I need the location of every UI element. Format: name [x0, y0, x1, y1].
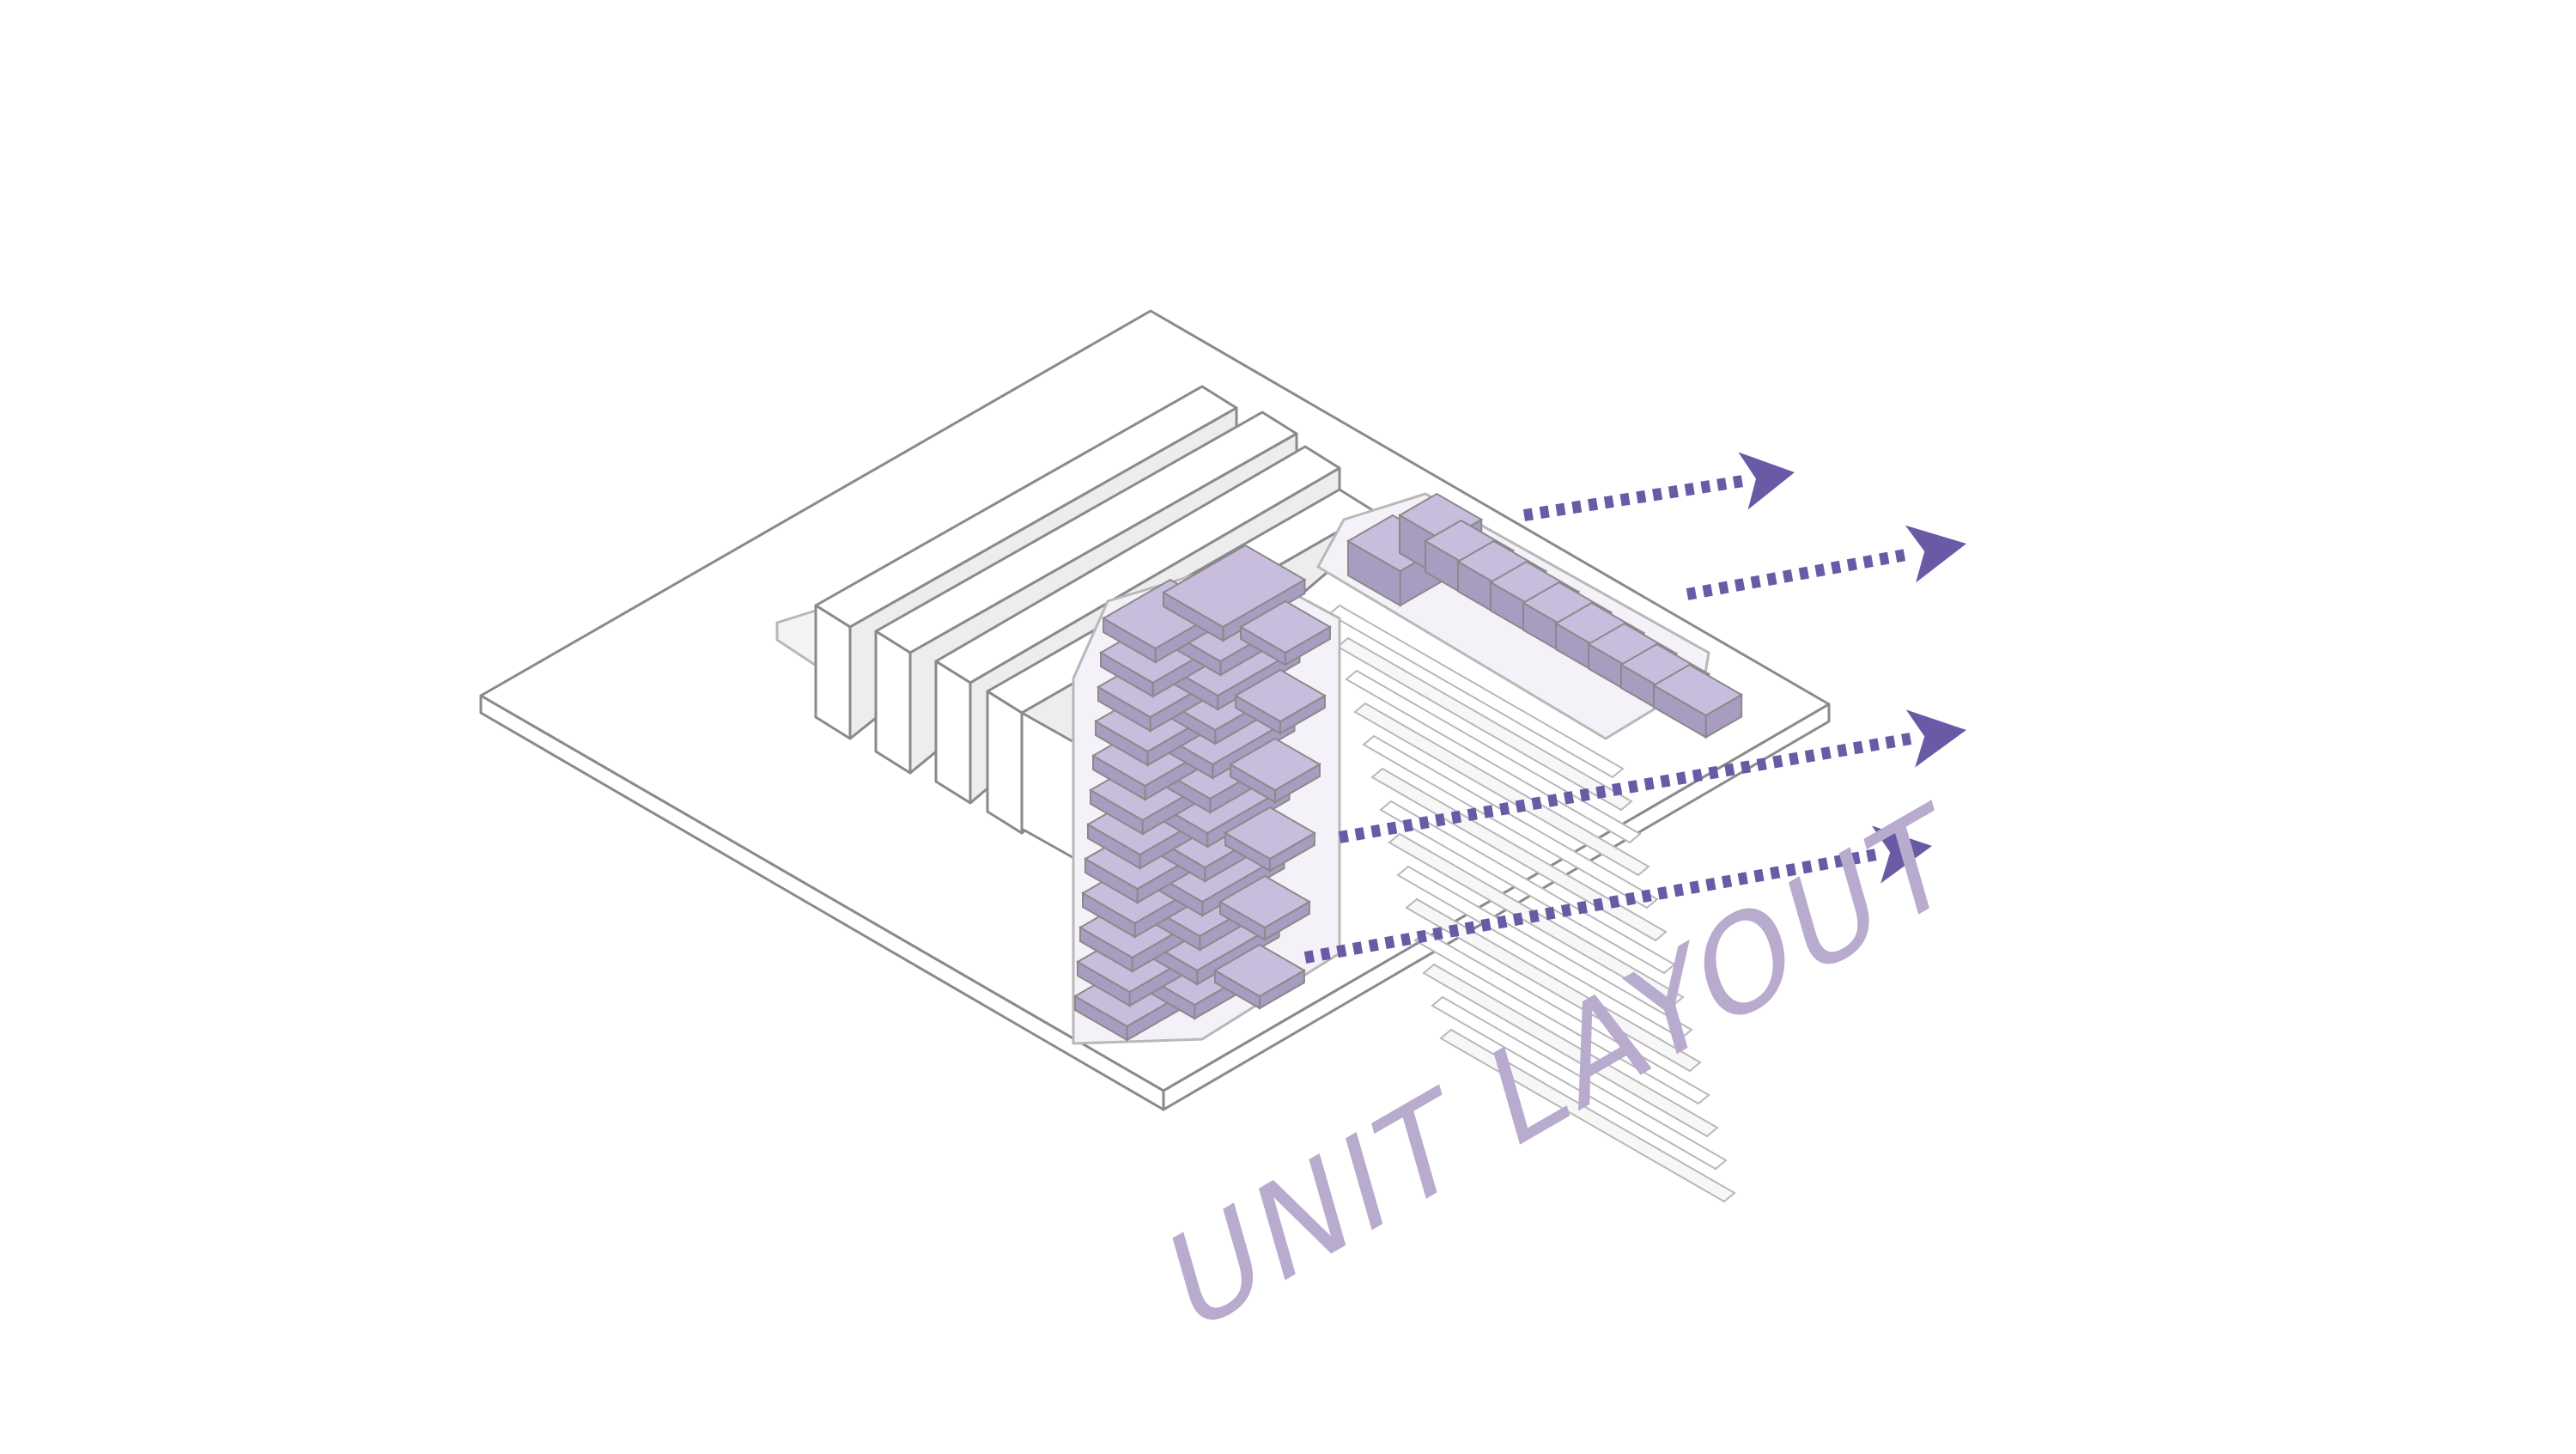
- unit-top: [1218, 874, 1311, 929]
- tower-a-balcony: [1229, 737, 1321, 804]
- wing-b-unit: [1652, 663, 1744, 739]
- terraced-steps: [1327, 604, 1736, 1203]
- arrow-head: [1905, 709, 1966, 768]
- unit-wing-b: [1315, 492, 1744, 740]
- terrace-slab: [1362, 734, 1659, 910]
- dashed-arrow-icon: [1303, 825, 1932, 964]
- arrow-shaft: [1686, 548, 1912, 600]
- terrace-slab: [1405, 897, 1702, 1073]
- dashed-arrow-icon: [1522, 452, 1795, 521]
- base-plate-edge-left: [479, 694, 1165, 1111]
- unit-top: [1162, 544, 1307, 629]
- terrace-slab: [1370, 767, 1668, 942]
- terrace-slab: [1431, 995, 1728, 1171]
- unit-top: [1229, 737, 1321, 792]
- unit-tower-a: [1072, 544, 1341, 1045]
- arrow-head: [1905, 525, 1966, 583]
- terrace-slab: [1353, 702, 1650, 877]
- unit-top: [1234, 668, 1327, 723]
- tower-a-balcony: [1224, 806, 1316, 873]
- tower-a-balcony: [1234, 668, 1327, 735]
- tower-a-balcony: [1239, 599, 1332, 666]
- orientation-arrows: [1303, 452, 1966, 964]
- arrow-head: [1871, 825, 1932, 884]
- terrace-slab: [1439, 1028, 1736, 1203]
- unit-top: [1224, 806, 1316, 861]
- unit-top: [1239, 599, 1332, 654]
- unit-top: [1652, 663, 1744, 717]
- dashed-arrow-icon: [1686, 525, 1966, 600]
- terrace-slab: [1396, 865, 1693, 1040]
- unit-top: [1213, 943, 1306, 998]
- terrace-slab: [1327, 604, 1625, 779]
- dashed-arrow-icon: [1338, 709, 1966, 843]
- arrow-head: [1738, 452, 1795, 510]
- terrace-slab: [1336, 636, 1633, 812]
- terrace-slab: [1422, 963, 1719, 1138]
- tower-a-balcony: [1213, 943, 1306, 1010]
- tower-a-balcony: [1218, 874, 1311, 941]
- arrow-shaft: [1522, 475, 1745, 521]
